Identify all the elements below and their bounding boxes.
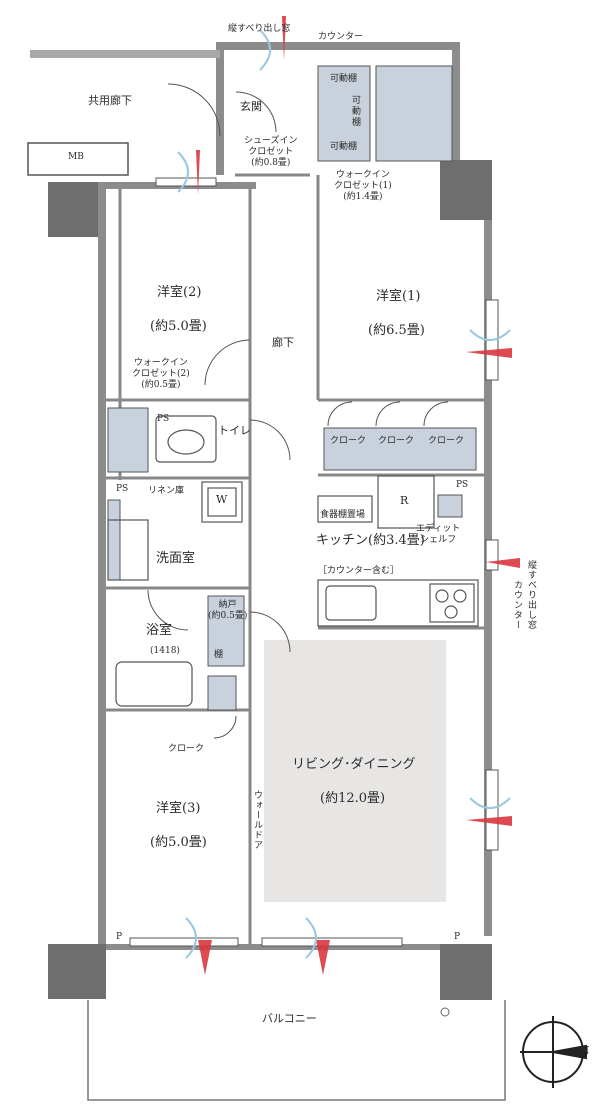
top-counter-label: カウンター: [318, 32, 364, 42]
shelf-c-label: 可 動 棚: [352, 96, 362, 128]
room3-size-label: (約5.0畳): [150, 835, 207, 850]
storage-label: 納戸 (約0.5畳): [208, 600, 248, 621]
closet-b-label: クローク: [378, 436, 415, 446]
room2-size-label: (約5.0畳): [150, 319, 207, 334]
balcony-label: バルコニー: [262, 1012, 317, 1025]
wall-door-label: ウォールドア: [252, 790, 262, 850]
counter-incl-label: ［カウンター含む］: [318, 566, 400, 576]
shared-corridor-label: 共用廊下: [88, 94, 132, 107]
mb-label: MB: [68, 152, 84, 162]
wind-arrows-blue: [177, 29, 511, 959]
shelf-b-label: 可動棚: [330, 142, 358, 152]
washroom-label: 洗面室: [156, 551, 196, 566]
bath-size-label: (1418): [150, 646, 180, 656]
side-window-label: 縦すべり出し窓: [526, 560, 536, 630]
kitchen-label: キッチン(約3.4畳): [316, 533, 425, 548]
balcony-outline: [87, 1000, 506, 1101]
living-label: リビング･ダイニング: [292, 757, 416, 772]
linen-label: リネン庫: [148, 486, 185, 496]
room2-label: 洋室(2): [157, 285, 202, 300]
toilet-label: トイレ: [218, 424, 251, 437]
p-left-label: P: [116, 932, 123, 942]
living-floor: [264, 640, 446, 902]
shelf-a-label: 可動棚: [330, 74, 358, 84]
ps1-label: PS: [157, 414, 170, 424]
shelf-d-label: 棚: [214, 650, 224, 660]
wic1-label: ウォークイン クロゼット(1) (約1.4畳): [334, 170, 392, 202]
entrance-label: 玄関: [240, 100, 262, 113]
closet-d-label: クローク: [168, 744, 205, 754]
closet-c-label: クローク: [428, 436, 465, 446]
edit-shelf-label: エディット シェルフ: [416, 524, 461, 545]
wic2-label: ウォークイン クロゼット(2) (約0.5畳): [132, 358, 190, 390]
room1-size-label: (約6.5畳): [368, 323, 425, 338]
dish-label: 食器棚置場: [320, 510, 366, 520]
wind-arrows: [196, 16, 520, 975]
door-swings: [147, 83, 449, 739]
structural-columns: [48, 160, 492, 1000]
north-label: N: [580, 1044, 590, 1057]
w-label: W: [216, 493, 228, 506]
bath-label: 浴室: [146, 623, 173, 638]
ps2-label: PS: [116, 484, 129, 494]
mb-box: [27, 142, 129, 176]
fixtures: [107, 415, 479, 707]
shoes-closet-label: シューズイン クロゼット (約0.8畳): [244, 136, 298, 168]
p-right-label: P: [454, 932, 461, 942]
north-compass: [520, 1016, 587, 1088]
ps3-label: PS: [456, 480, 469, 490]
balcony-drain: [440, 1007, 450, 1017]
living-size-label: (約12.0畳): [320, 791, 386, 806]
top-window-label: 縦すべり出し窓: [228, 24, 291, 34]
storage-areas: [107, 65, 477, 711]
room3-label: 洋室(3): [156, 801, 201, 816]
r-label: R: [400, 494, 409, 507]
hallway-label: 廊下: [272, 336, 294, 349]
side-counter-label: カウンター: [512, 580, 522, 630]
room1-label: 洋室(1): [376, 289, 421, 304]
closet-a-label: クローク: [330, 436, 367, 446]
